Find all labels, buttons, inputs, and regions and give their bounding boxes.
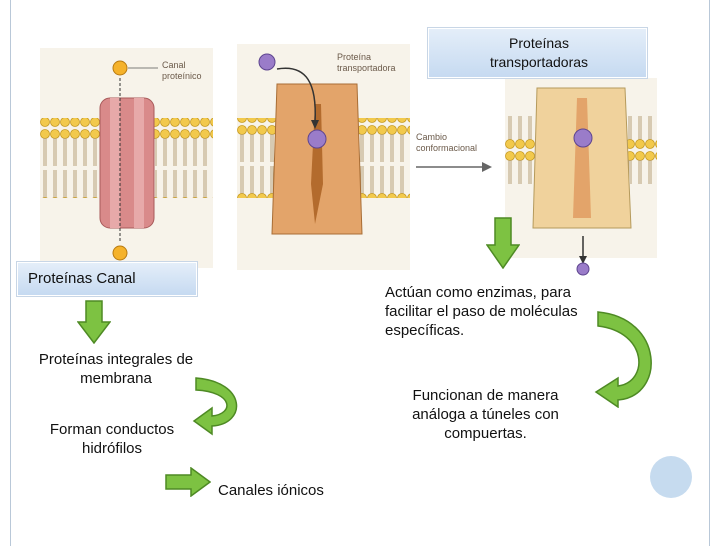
transportadoras-box: Proteínas transportadoras <box>428 28 647 78</box>
slide-frame <box>10 0 710 546</box>
down-arrow-icon <box>77 300 111 344</box>
canal-box: Proteínas Canal <box>17 262 197 296</box>
carrier-protein-illustration <box>237 44 410 270</box>
carrier-protein-changed-illustration <box>505 78 657 258</box>
cambio-conformacional-label: Cambio conformacional <box>416 132 478 153</box>
curved-arrow-right-icon <box>594 311 652 408</box>
carrier-protein-figure: Proteína transportadora <box>237 44 410 270</box>
funcionan-text: Funcionan de manera análoga a túneles co… <box>412 387 559 442</box>
curved-arrow-left-icon <box>192 377 238 436</box>
right-arrow-icon <box>165 467 211 497</box>
conductos-text: Forman conductos hidrófilos <box>49 421 175 457</box>
carrier-protein-changed-figure <box>505 78 657 258</box>
proteina-transportadora-label: Proteína transportadora <box>337 52 396 73</box>
cambio-arrow-icon <box>416 162 492 172</box>
down-arrow-right-icon <box>486 217 520 269</box>
canal-protein-illustration <box>40 48 213 268</box>
enzimas-text: Actúan como enzimas, para facilitar el p… <box>385 284 578 339</box>
canales-text: Canales iónicos <box>218 482 324 499</box>
decorative-circle <box>650 456 692 498</box>
transportadoras-title: Proteínas transportadoras <box>489 35 589 70</box>
canal-proteinico-label: Canal proteínico <box>162 60 202 81</box>
canal-protein-figure: Canal proteínico <box>40 48 213 268</box>
molecule-exit-icon <box>576 236 590 276</box>
integrales-text: Proteínas integrales de membrana <box>38 351 194 387</box>
canal-title: Proteínas Canal <box>28 270 136 287</box>
